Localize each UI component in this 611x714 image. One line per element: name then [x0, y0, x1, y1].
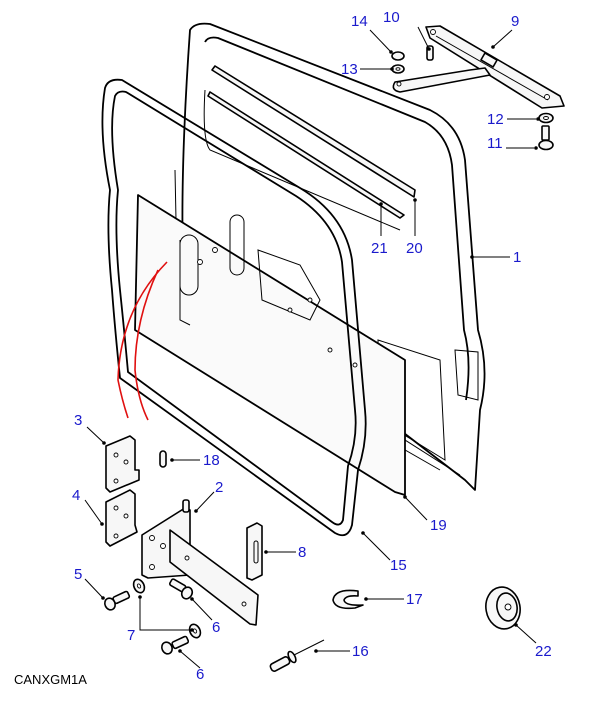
rivet[interactable] [269, 639, 325, 672]
callout-7[interactable]: 7 [127, 627, 135, 644]
diagram-reference-code: CANXGM1A [14, 672, 87, 687]
washer[interactable] [538, 112, 554, 124]
highlight-line [117, 261, 168, 419]
pin[interactable] [159, 450, 167, 468]
callout-20[interactable]: 20 [406, 240, 423, 257]
callout-2[interactable]: 2 [215, 479, 223, 496]
door-seal[interactable] [101, 78, 367, 537]
highlight-line [134, 269, 159, 421]
washer[interactable] [132, 578, 147, 595]
callout-4[interactable]: 4 [72, 487, 80, 504]
callout-11[interactable]: 11 [487, 135, 503, 152]
callout-14[interactable]: 14 [351, 13, 368, 30]
bolt[interactable] [160, 635, 190, 656]
callout-13[interactable]: 13 [341, 61, 358, 78]
glass-channel-inner[interactable] [207, 91, 405, 219]
hinge[interactable] [141, 499, 259, 626]
buffer[interactable] [483, 584, 524, 631]
bolt[interactable] [538, 125, 554, 151]
bolt[interactable] [103, 590, 131, 612]
callout-21[interactable]: 21 [371, 240, 388, 257]
callout-6[interactable]: 6 [212, 619, 220, 636]
callout-8[interactable]: 8 [298, 544, 306, 561]
callout-5[interactable]: 5 [74, 566, 82, 583]
callouts: 1 2 3 4 5 6 6 7 8 9 10 11 12 13 14 15 16… [72, 9, 552, 683]
callout-6b[interactable]: 6 [196, 666, 204, 683]
callout-16[interactable]: 16 [352, 643, 369, 660]
leader-lines [84, 26, 540, 669]
trim-panel[interactable] [134, 194, 406, 496]
callout-10[interactable]: 10 [383, 9, 400, 26]
callout-12[interactable]: 12 [487, 111, 504, 128]
callout-1[interactable]: 1 [513, 249, 521, 266]
washer[interactable] [391, 64, 405, 74]
callout-18[interactable]: 18 [203, 452, 220, 469]
callout-19[interactable]: 19 [430, 517, 447, 534]
clip[interactable] [332, 589, 364, 610]
callout-17[interactable]: 17 [406, 591, 423, 608]
bolt[interactable] [169, 578, 194, 600]
hinge-plate-upper[interactable] [105, 435, 140, 493]
door-stay[interactable] [392, 25, 565, 109]
callout-22[interactable]: 22 [535, 643, 552, 660]
check-strap-bracket[interactable] [246, 522, 263, 581]
glass-channel-outer[interactable] [211, 65, 416, 198]
nut[interactable] [391, 51, 405, 61]
hinge-plate-lower[interactable] [105, 489, 138, 547]
callout-15[interactable]: 15 [390, 557, 407, 574]
callout-3[interactable]: 3 [74, 412, 82, 429]
callout-9[interactable]: 9 [511, 13, 519, 30]
washer[interactable] [188, 623, 203, 640]
